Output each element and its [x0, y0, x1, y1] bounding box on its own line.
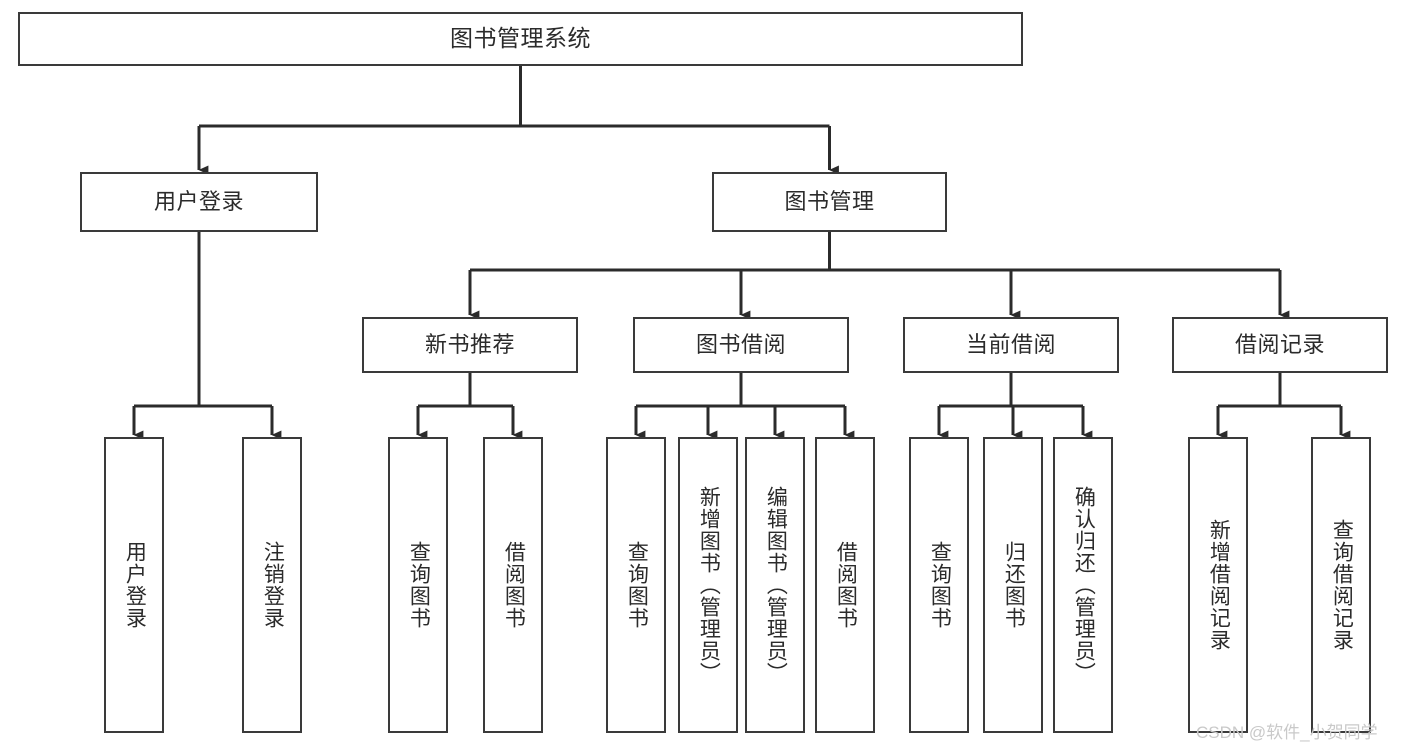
node-leaf-add-book[interactable]: 新增图书（管理员）: [678, 437, 738, 733]
node-leaf-query-record[interactable]: 查询借阅记录: [1311, 437, 1371, 733]
node-records[interactable]: 借阅记录: [1172, 317, 1388, 373]
node-current[interactable]: 当前借阅: [903, 317, 1119, 373]
node-label-leaf-query-book-3: 查询图书: [928, 541, 952, 629]
node-leaf-query-book-3[interactable]: 查询图书: [909, 437, 969, 733]
node-label-leaf-add-book: 新增图书（管理员）: [697, 486, 721, 684]
node-leaf-borrow-book-1[interactable]: 借阅图书: [483, 437, 543, 733]
node-label-leaf-add-record: 新增借阅记录: [1207, 519, 1231, 651]
node-label-leaf-user-logout: 注销登录: [261, 541, 285, 629]
node-leaf-query-book-2[interactable]: 查询图书: [606, 437, 666, 733]
node-leaf-edit-book[interactable]: 编辑图书（管理员）: [745, 437, 805, 733]
node-label-login: 用户登录: [153, 188, 244, 214]
node-newbook[interactable]: 新书推荐: [362, 317, 578, 373]
node-label-borrow: 图书借阅: [695, 331, 786, 357]
node-bookmgmt[interactable]: 图书管理: [712, 172, 947, 232]
node-label-leaf-query-book-2: 查询图书: [625, 541, 649, 629]
node-label-leaf-borrow-book-1: 借阅图书: [502, 541, 526, 629]
node-label-root: 图书管理系统: [450, 25, 591, 52]
node-leaf-confirm-return[interactable]: 确认归还（管理员）: [1053, 437, 1113, 733]
node-label-leaf-query-record: 查询借阅记录: [1330, 519, 1354, 651]
node-leaf-return-book[interactable]: 归还图书: [983, 437, 1043, 733]
edge-group: [132, 66, 1351, 440]
node-label-leaf-query-book-1: 查询图书: [407, 541, 431, 629]
node-label-leaf-return-book: 归还图书: [1002, 541, 1026, 629]
node-leaf-borrow-book-2[interactable]: 借阅图书: [815, 437, 875, 733]
node-leaf-user-login[interactable]: 用户登录: [104, 437, 164, 733]
node-label-leaf-borrow-book-2: 借阅图书: [834, 541, 858, 629]
node-login[interactable]: 用户登录: [80, 172, 318, 232]
node-leaf-add-record[interactable]: 新增借阅记录: [1188, 437, 1248, 733]
node-label-current: 当前借阅: [965, 331, 1056, 357]
node-label-leaf-edit-book: 编辑图书（管理员）: [764, 486, 788, 684]
node-label-records: 借阅记录: [1234, 331, 1325, 357]
node-leaf-user-logout[interactable]: 注销登录: [242, 437, 302, 733]
node-label-leaf-confirm-return: 确认归还（管理员）: [1072, 486, 1096, 684]
node-label-newbook: 新书推荐: [424, 331, 515, 357]
node-label-leaf-user-login: 用户登录: [123, 541, 147, 629]
node-borrow[interactable]: 图书借阅: [633, 317, 849, 373]
node-label-bookmgmt: 图书管理: [784, 188, 875, 214]
node-root[interactable]: 图书管理系统: [18, 12, 1023, 66]
node-leaf-query-book-1[interactable]: 查询图书: [388, 437, 448, 733]
